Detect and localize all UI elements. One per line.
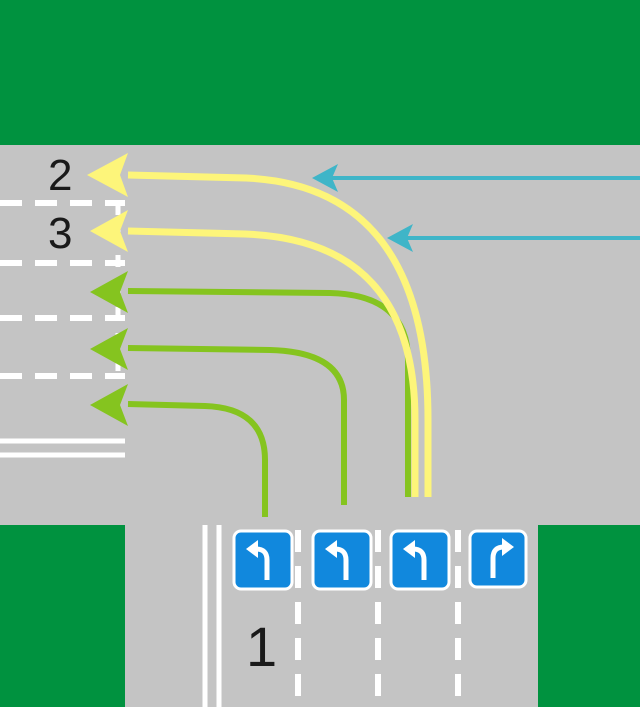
yellow-path-lane-3	[127, 227, 419, 497]
horizontal-road	[0, 145, 640, 525]
lane-sign-2	[311, 529, 373, 591]
yellow-turn-paths	[127, 171, 432, 497]
lane-sign-3	[389, 529, 451, 591]
yellow-path-lane-2	[127, 171, 432, 497]
marker-2: 2	[48, 151, 72, 200]
lane-signs	[232, 529, 528, 591]
green-path-inner	[127, 401, 268, 517]
lane-sign-1	[232, 529, 294, 591]
yellow-arrowhead	[87, 153, 128, 197]
incoming-arrow-bottom	[387, 224, 640, 252]
green-arrowheads	[90, 271, 128, 426]
incoming-traffic-arrows	[312, 164, 640, 252]
marker-1: 1	[246, 615, 277, 678]
yellow-arrowhead	[90, 210, 128, 252]
green-arrowhead	[90, 384, 128, 426]
green-arrowhead	[90, 271, 128, 313]
green-arrowhead	[90, 328, 128, 370]
turn-left-arrow-icon	[246, 540, 270, 580]
turn-right-arrow-icon	[490, 538, 514, 578]
incoming-arrow-top	[312, 164, 640, 192]
turn-left-arrow-icon	[325, 540, 349, 580]
yellow-arrowheads	[87, 153, 128, 252]
lane-sign-4	[468, 529, 528, 589]
green-path-middle	[127, 345, 347, 505]
marker-3: 3	[48, 209, 72, 258]
turn-left-arrow-icon	[403, 540, 427, 580]
bottom-lane-markings	[202, 525, 461, 707]
